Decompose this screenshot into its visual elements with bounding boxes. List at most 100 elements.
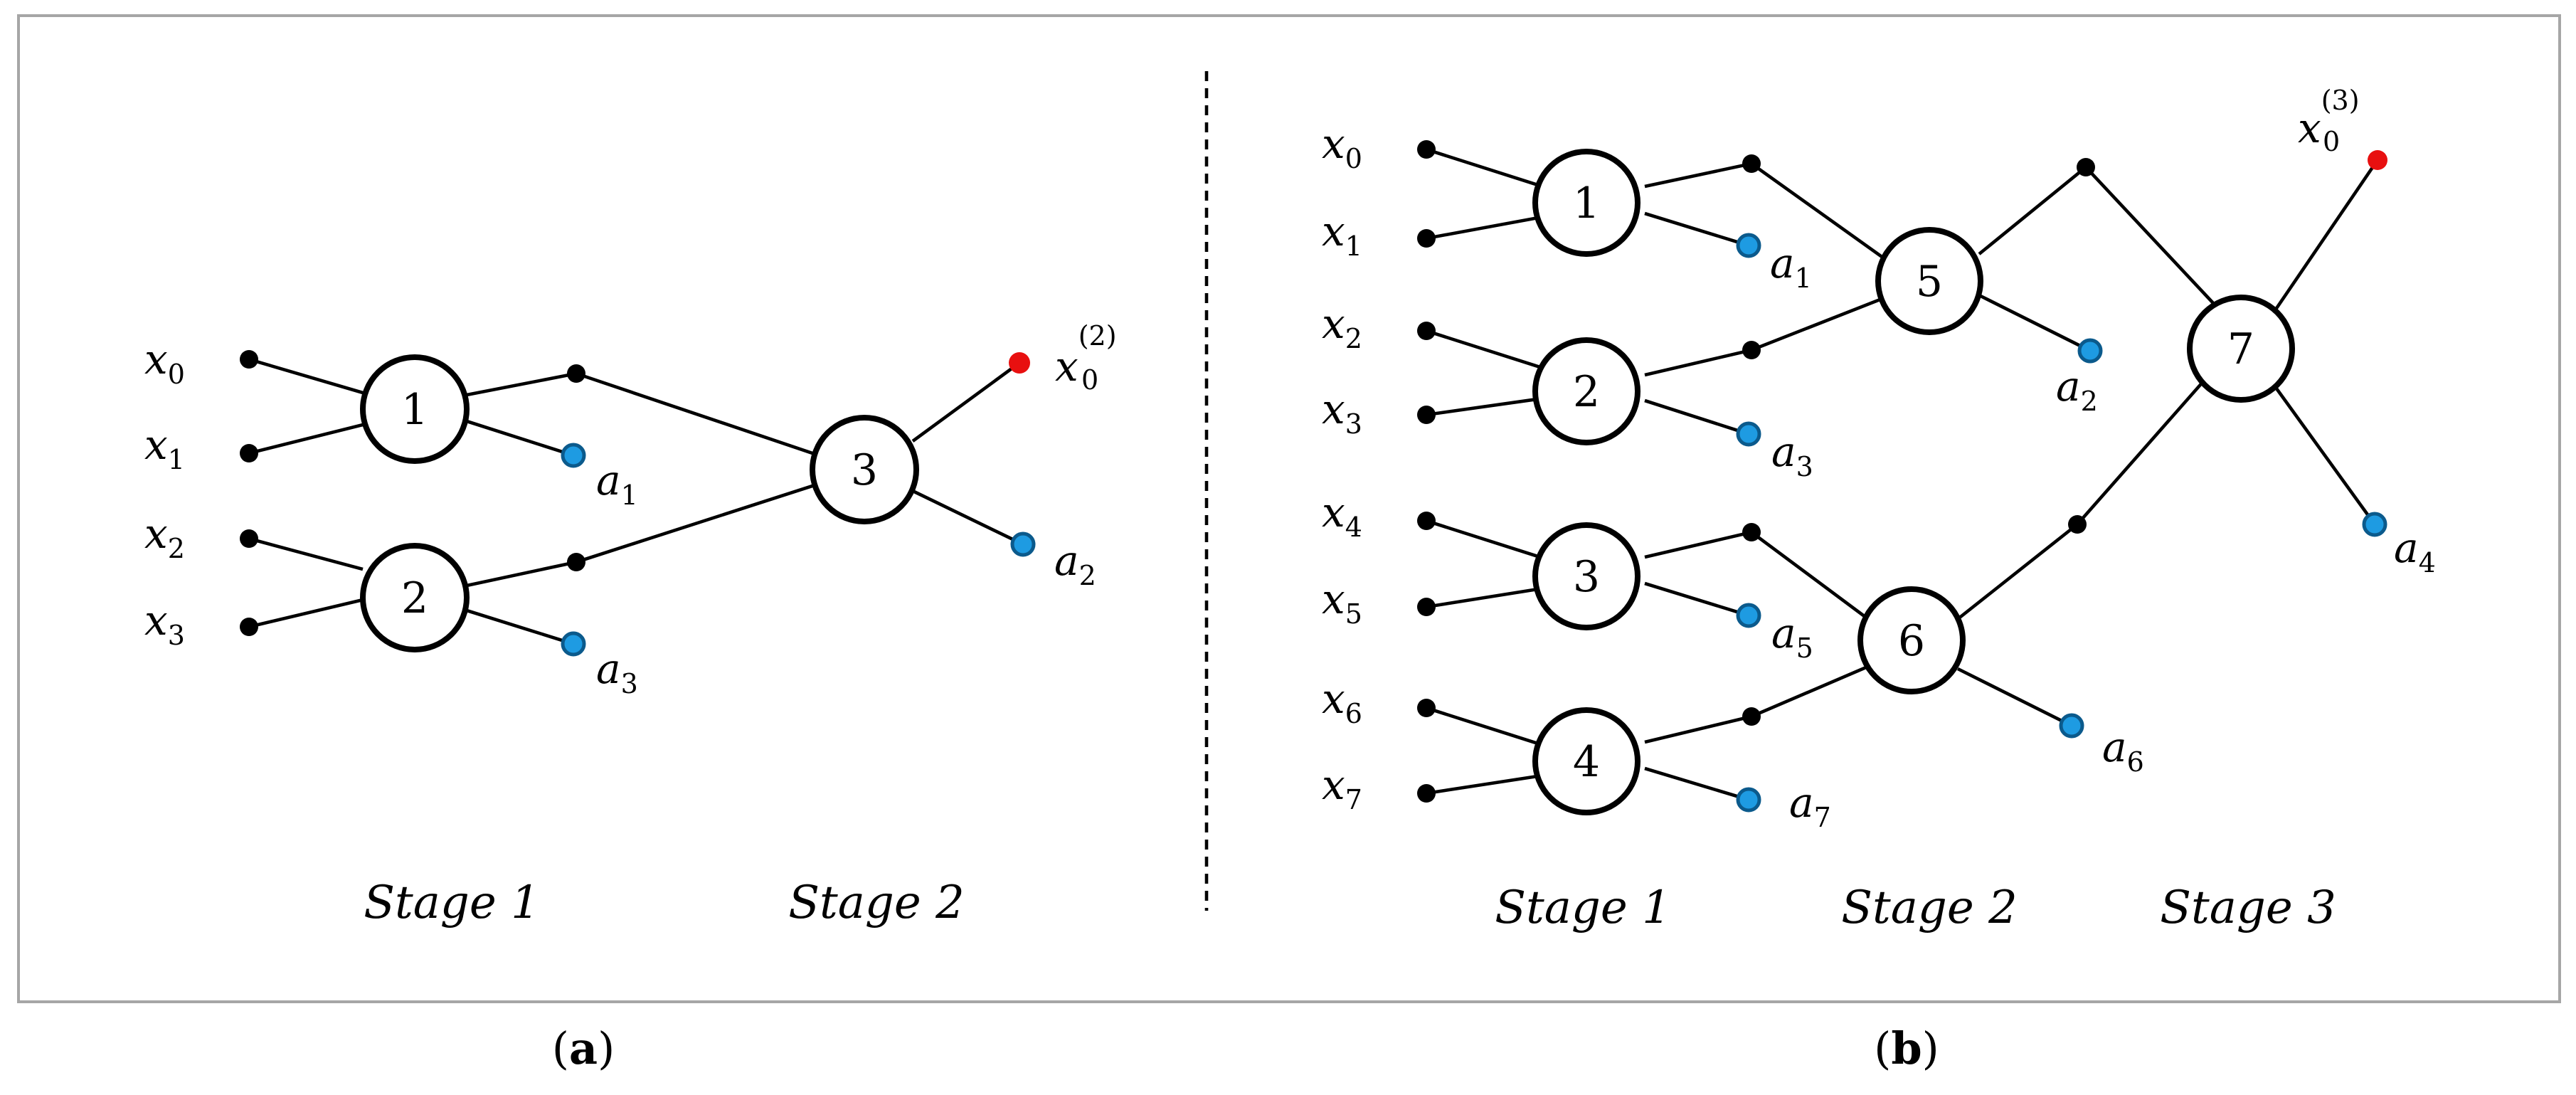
input-dot [240,529,258,548]
node-label: 2 [401,573,428,623]
panel-b: 1 2 3 4 5 6 7 [1322,85,2436,934]
node-label: 7 [2227,324,2254,374]
panel-a-edges [248,357,1024,646]
input-dot [240,618,258,636]
output-label: a4 [2394,524,2436,578]
stage-label: Stage 2 [1841,882,2018,934]
panel-b-caption: (b) [1874,1022,1939,1074]
input-dot [1417,140,1436,159]
output-dot [1010,531,1036,557]
panel-b-input-labels: x0 x1 x2 x3 x4 x5 x6 x7 [1322,120,1362,815]
input-label: x1 [1322,207,1362,262]
junction-dot [2068,515,2087,534]
output-dot [2077,338,2103,364]
junction-dot [2077,158,2095,176]
output-dot [2362,512,2387,537]
node-label: 3 [1573,552,1600,602]
node: 1 [360,354,470,464]
node: 3 [1532,522,1641,630]
node-label: 4 [1573,737,1600,787]
input-dot [1417,322,1436,340]
node-label: 6 [1898,616,1925,666]
input-label: x0 [1322,120,1362,174]
output-dot [561,443,586,468]
input-label: x6 [1322,675,1362,729]
input-label: x5 [1322,575,1362,630]
final-output-dot [1009,352,1030,374]
node-label: 2 [1573,367,1600,417]
figure-frame [17,14,2561,1003]
input-dot [240,350,258,369]
input-label: x2 [1322,300,1362,354]
output-label: a5 [1771,609,1813,664]
input-dot [1417,784,1436,803]
input-label: x3 [144,596,185,651]
panel-a-stage-labels: Stage 1 Stage 2 [364,877,965,929]
node-label: 3 [851,445,878,495]
node-label: 5 [1916,257,1943,307]
panel-b-stage-labels: Stage 1 Stage 2 Stage 3 [1495,882,2336,934]
stage-label: Stage 1 [1495,882,1671,934]
stage-label: Stage 2 [788,877,965,929]
output-label: a3 [596,645,638,699]
panel-b-output-dots [1736,150,2387,813]
node-label: 1 [1573,179,1600,228]
output-dot [1736,421,1761,447]
input-dot [240,444,258,462]
input-dot [1417,229,1436,248]
input-label: x2 [144,509,185,564]
panel-b-junction-dots [1417,140,2095,803]
node: 5 [1875,227,1983,335]
input-dot [1417,512,1436,530]
node-label: 1 [401,385,428,435]
output-label: a6 [2102,723,2144,778]
panel-a-output-dots [561,352,1036,657]
output-dot [561,631,586,657]
junction-dot [1742,154,1761,173]
junction-dot [1742,523,1761,541]
final-output-label: x(2)0 [1055,320,1117,396]
output-label: a2 [2056,362,2098,417]
panel-a: 1 2 3 x0 x1 x2 x3 a1 a3 a2 x(2)0 Stage 1 [144,320,1117,929]
output-label: a1 [1770,239,1812,294]
output-dot [1736,603,1761,628]
output-label: a7 [1789,778,1831,833]
input-label: x4 [1322,488,1362,543]
panel-a-nodes: 1 2 3 [360,354,919,652]
node: 2 [1532,337,1641,445]
input-dot [1417,598,1436,616]
junction-dot [1742,341,1761,359]
node: 6 [1857,586,1966,694]
node: 7 [2187,295,2295,403]
panel-b-nodes: 1 2 3 4 5 6 7 [1532,149,2295,815]
stage-label: Stage 1 [364,877,540,929]
output-dot [1736,787,1761,813]
output-dot [2059,713,2084,739]
panel-a-caption: (a) [552,1022,615,1074]
panel-a-junction-dots [240,350,585,636]
input-label: x0 [144,335,185,390]
output-dot [1736,233,1761,258]
final-output-dot [2368,150,2387,170]
panel-b-edges [1426,147,2379,802]
junction-dot [1742,707,1761,726]
node: 2 [360,543,470,652]
final-output-label: x(3)0 [2298,85,2360,157]
node: 1 [1532,149,1641,257]
panel-b-output-labels: a1 a3 a5 a7 a2 a6 a4 x(3)0 [1770,85,2436,833]
input-dot [1417,699,1436,717]
panel-a-output-labels: a1 a3 a2 x(2)0 [596,320,1117,699]
junction-dot [567,364,585,383]
input-label: x3 [1322,385,1362,440]
input-dot [1417,406,1436,424]
node: 4 [1532,707,1641,815]
panel-a-input-labels: x0 x1 x2 x3 [144,335,185,651]
output-label: a3 [1771,428,1813,482]
input-label: x7 [1322,761,1362,815]
output-label: a1 [596,456,638,511]
junction-dot [567,553,585,571]
stage-label: Stage 3 [2160,882,2336,934]
input-label: x1 [144,420,185,475]
output-label: a2 [1054,536,1096,591]
